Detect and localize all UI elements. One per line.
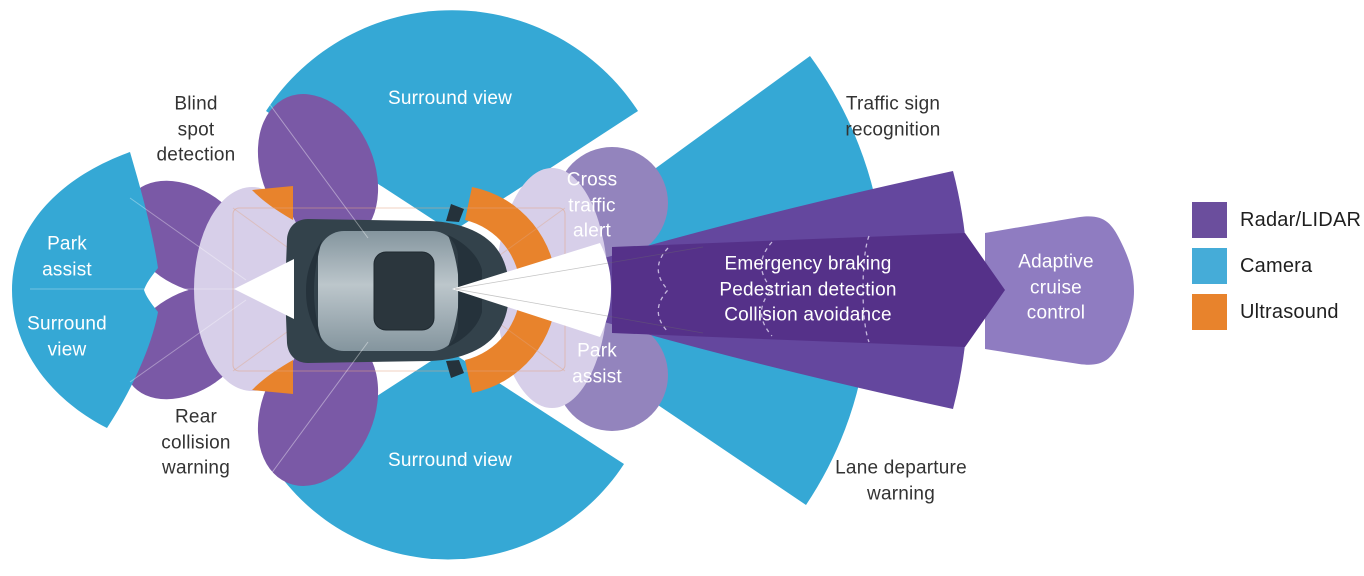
ultrasound-rear-top	[252, 186, 293, 220]
sensor-axis-line	[267, 341, 369, 479]
legend: Radar/LIDAR Camera Ultrasound	[1192, 202, 1361, 330]
legend-item-radar-lidar: Radar/LIDAR	[1192, 202, 1361, 238]
front-camera-fov-wedge	[452, 243, 611, 337]
range-ring-3	[862, 235, 870, 343]
legend-swatch-camera	[1192, 248, 1227, 284]
legend-item-camera: Camera	[1192, 248, 1361, 284]
range-ring-1	[657, 247, 669, 333]
fov-guide-line	[454, 288, 704, 334]
ultrasound-rear-bottom	[252, 360, 293, 394]
legend-label-radar-lidar: Radar/LIDAR	[1240, 208, 1362, 231]
car-rear-window	[306, 240, 322, 342]
legend-swatch-ultrasound	[1192, 294, 1227, 330]
range-ring-2	[760, 241, 773, 337]
legend-swatch-radar-lidar	[1192, 202, 1227, 238]
legend-label-camera: Camera	[1240, 254, 1313, 277]
car-mirror-left	[446, 204, 464, 222]
legend-label-ultrasound: Ultrasound	[1240, 300, 1339, 323]
car-sunroof	[373, 251, 435, 331]
camera-zone-rear-left	[12, 152, 158, 428]
radar-zone-adaptive-cruise	[985, 216, 1134, 365]
legend-item-ultrasound: Ultrasound	[1192, 294, 1361, 330]
guide-line	[499, 207, 566, 256]
radar-zone-emergency-core	[612, 233, 1005, 347]
guide-line	[499, 323, 566, 372]
camera-zone-surround-top	[266, 10, 638, 233]
rear-camera-fov-wedge	[234, 259, 294, 319]
sensor-axis-line	[129, 299, 247, 383]
camera-zone-surround-bottom	[272, 350, 624, 560]
car-mirror-right	[446, 360, 464, 378]
fov-guide-line	[454, 246, 704, 290]
ultrasound-front-crescent	[465, 187, 557, 393]
sensor-axis-line	[267, 101, 369, 239]
sensor-axis-line	[129, 197, 247, 281]
